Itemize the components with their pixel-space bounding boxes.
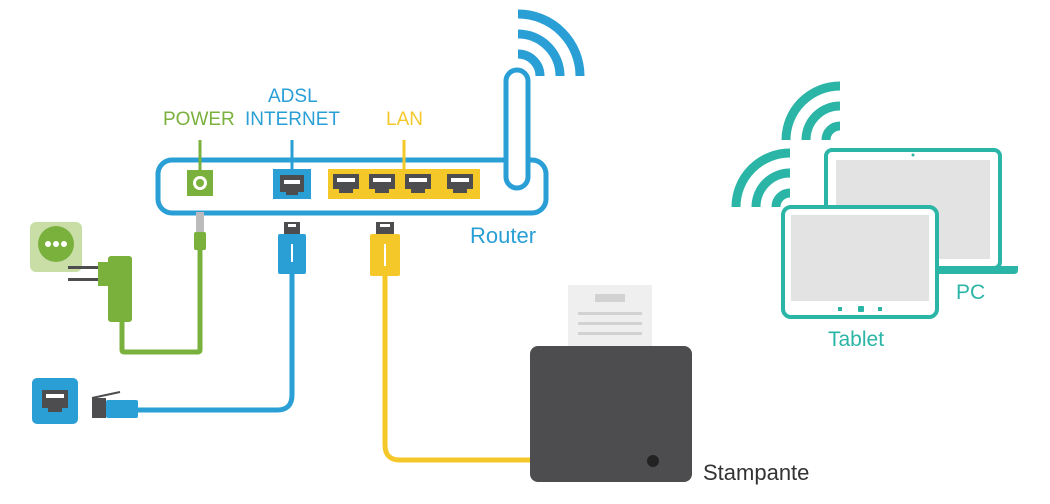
power-adapter-icon (68, 256, 132, 322)
wall-outlet-icon (30, 222, 82, 272)
printer-label: Stampante (703, 460, 810, 485)
adsl-plug-icon (278, 222, 306, 274)
lan-plug-icon (370, 222, 400, 276)
router-wifi-icon (517, 9, 585, 77)
tablet-icon (781, 205, 939, 319)
phone-jack-icon (32, 378, 78, 424)
power-label: POWER (163, 109, 235, 130)
phone-plug-icon (91, 391, 138, 418)
power-cable (119, 200, 203, 355)
adsl-label-line1: ADSL (268, 86, 318, 107)
printer-icon (530, 285, 692, 482)
lan-cable (382, 270, 532, 463)
pc-label: PC (956, 281, 986, 304)
adsl-cable (136, 270, 295, 413)
power-jack-icon (194, 212, 206, 250)
router-label: Router (470, 223, 537, 248)
tablet-wifi-icon (731, 148, 791, 208)
pc-wifi-icon (781, 81, 841, 141)
tablet-label: Tablet (828, 328, 885, 351)
lan-port-icons (333, 174, 473, 193)
lan-label: LAN (386, 109, 423, 130)
adsl-label-line2: INTERNET (245, 109, 340, 130)
router-antenna (503, 67, 531, 191)
